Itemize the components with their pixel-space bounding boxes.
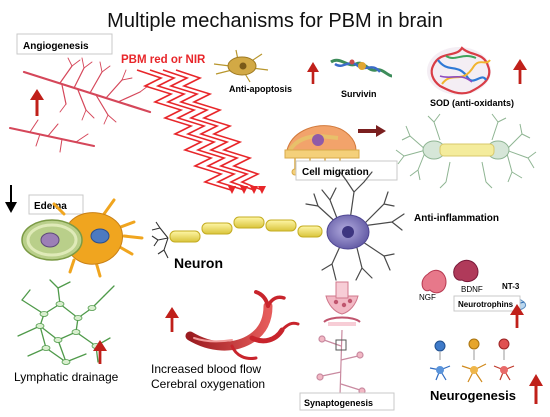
synapse-icon — [323, 281, 361, 326]
blood-flow-up-arrow-icon — [165, 307, 179, 332]
sod-protein-structure-icon — [427, 46, 491, 95]
nt3-label: NT-3 — [502, 282, 520, 291]
ngf-label: NGF — [419, 293, 436, 302]
angiogenesis-panel: Angiogenesis — [9, 33, 152, 153]
neurotrophins-label: Neurotrophins — [458, 300, 514, 309]
anti-apoptosis-label: Anti-apoptosis — [229, 84, 292, 94]
survivin-protein-icon — [330, 58, 393, 78]
cell-migration-panel: Cell migration — [284, 125, 398, 181]
blood-flow-label: Increased blood flow — [151, 362, 261, 376]
neuron-label: Neuron — [174, 255, 223, 271]
neuron-nucleus-icon — [342, 226, 354, 238]
neuron-terminal-icon — [151, 221, 169, 259]
sod-label: SOD (anti-oxidants) — [430, 98, 514, 108]
cell-migration-label: Cell migration — [302, 167, 369, 178]
pbm-laser-panel: PBM red or NIR — [121, 54, 266, 194]
angiogenesis-up-arrow-icon — [30, 89, 44, 116]
neurogenesis-panel: Neurogenesis — [429, 338, 543, 404]
synaptogenesis-label-box — [299, 392, 395, 411]
survivin-label: Survivin — [341, 89, 377, 99]
neuron-panel: Neuron — [151, 171, 405, 281]
neurotrophins-up-arrow-icon — [510, 304, 524, 328]
angiogenesis-label-box — [16, 33, 113, 55]
diagram-title: Multiple mechanisms for PBM in brain — [107, 10, 443, 32]
anti-inflammation-panel: Anti-inflammation — [395, 113, 538, 228]
synaptogenesis-panel: Synaptogenesis — [299, 281, 395, 411]
edema-label: Edema — [34, 201, 67, 212]
lymphatic-panel: Lymphatic drainage — [14, 279, 119, 384]
apoptotic-cell-icon — [213, 49, 269, 83]
sod-up-arrow-icon — [513, 59, 527, 84]
bdnf-molecule-icon — [453, 259, 479, 283]
differentiated-cells-icon — [429, 363, 515, 383]
anti-apoptosis-up-arrow-icon — [307, 62, 319, 84]
anti-apoptosis-panel: Anti-apoptosis Survivin — [213, 49, 393, 99]
pbm-label: PBM red or NIR — [121, 54, 206, 66]
synaptogenesis-label: Synaptogenesis — [304, 398, 373, 408]
neurotrophins-label-box — [453, 295, 521, 312]
angiogenesis-label: Angiogenesis — [23, 41, 89, 52]
edema-panel: Edema — [5, 185, 144, 278]
laser-tips-icon — [228, 186, 266, 194]
laser-zigzag-icon — [136, 69, 263, 191]
neuron-dendrites-icon — [305, 171, 405, 281]
lymphatic-label: Lymphatic drainage — [14, 370, 119, 384]
neurogenesis-up-arrow-icon — [529, 374, 543, 404]
migration-direction-arrow-icon — [358, 125, 386, 137]
anti-inflammation-label: Anti-inflammation — [414, 213, 499, 224]
blood-vessel-icon — [185, 290, 300, 360]
swollen-cells-icon — [21, 198, 144, 278]
vessel-branch-icon — [9, 57, 152, 153]
sod-panel: SOD (anti-oxidants) — [427, 46, 527, 108]
cerebral-oxygenation-label: Cerebral oxygenation — [151, 377, 265, 391]
axon-myelin-icon — [169, 216, 323, 243]
neurogenesis-label: Neurogenesis — [430, 388, 516, 403]
blood-flow-panel: Increased blood flow Cerebral oxygenatio… — [151, 290, 300, 391]
ngf-molecule-icon — [421, 269, 447, 294]
anti-inflammation-label-box — [408, 206, 538, 228]
lymphatic-up-arrow-icon — [93, 340, 107, 364]
neurotrophins-panel: NGF BDNF NT-3 Neurotrophins — [419, 259, 526, 328]
microglia-icon — [395, 113, 537, 189]
edema-down-arrow-icon — [5, 185, 17, 213]
neural-stem-cells-icon — [434, 338, 510, 360]
synaptic-spines-icon — [316, 329, 366, 397]
bdnf-label: BDNF — [461, 285, 483, 294]
